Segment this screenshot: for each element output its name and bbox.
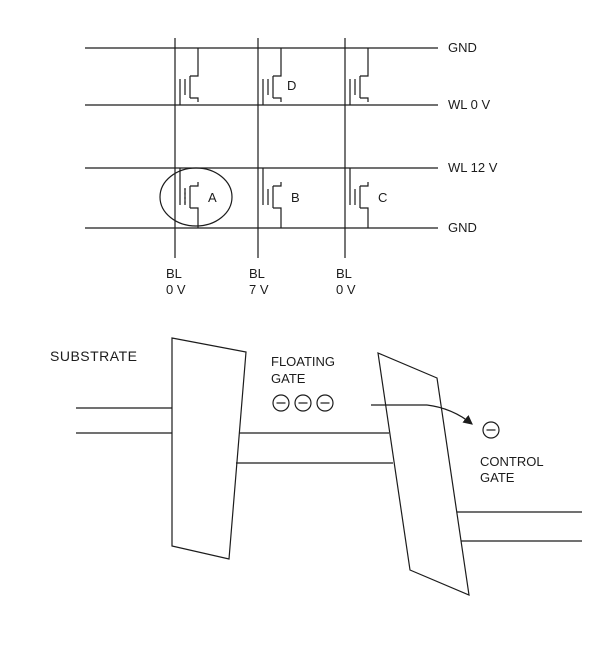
bl3-voltage: 0 V [336, 282, 356, 297]
electron-circle [316, 394, 334, 412]
flash-cell-b [262, 168, 282, 228]
cell-b-label: B [291, 190, 300, 205]
electron-icon [316, 394, 334, 412]
cell-c-label: C [378, 190, 387, 205]
source-stub [273, 97, 282, 102]
cell-a-label: A [208, 190, 217, 205]
selected-cell-circle [159, 167, 233, 227]
source-stub [190, 97, 199, 102]
flash-cell-a [159, 167, 233, 228]
flash-cell-top-3 [349, 48, 369, 105]
tunnel-oxide-barrier [171, 337, 247, 560]
control-gate-label-line2: GATE [480, 470, 515, 485]
gate-oxide-barrier [377, 352, 470, 596]
source-stub [360, 97, 369, 102]
drain-stub [360, 182, 369, 187]
drain-lead [360, 48, 369, 77]
floating-gate-label-line1: FLOATING [271, 354, 335, 369]
flash-cell-c [349, 168, 369, 228]
bl2-voltage: 7 V [249, 282, 269, 297]
electron-circle [294, 394, 312, 412]
electron-icon [272, 394, 290, 412]
bl1-label: BL [166, 266, 182, 281]
tunneling-arrow [426, 404, 473, 425]
drain-stub [190, 182, 199, 187]
drain-stub [273, 182, 282, 187]
wl-0v-label: WL 0 V [448, 97, 490, 112]
bl2-label: BL [249, 266, 265, 281]
gnd-bottom-label: GND [448, 220, 477, 235]
cell-d-label: D [287, 78, 296, 93]
gnd-top-label: GND [448, 40, 477, 55]
floating-gate-label-line2: GATE [271, 371, 306, 386]
source-lead [360, 207, 369, 228]
bl1-voltage: 0 V [166, 282, 186, 297]
flash-cell-top-1 [179, 48, 199, 105]
band-diagram: SUBSTRATE FLOATING GATE [50, 337, 582, 596]
bl3-label: BL [336, 266, 352, 281]
electron-circle [482, 421, 500, 439]
source-lead [190, 207, 199, 228]
electron-circle [272, 394, 290, 412]
substrate-label: SUBSTRATE [50, 348, 137, 364]
source-lead [273, 207, 282, 228]
drain-lead [273, 48, 282, 77]
control-gate-label-line1: CONTROL [480, 454, 544, 469]
memory-array: GND WL 0 V WL 12 V GND BL 0 V BL 7 V BL … [85, 38, 498, 297]
electron-icon [294, 394, 312, 412]
electron-icon [482, 421, 500, 439]
drain-lead [190, 48, 199, 77]
flash-cell-d [262, 48, 282, 105]
wl-12v-label: WL 12 V [448, 160, 498, 175]
